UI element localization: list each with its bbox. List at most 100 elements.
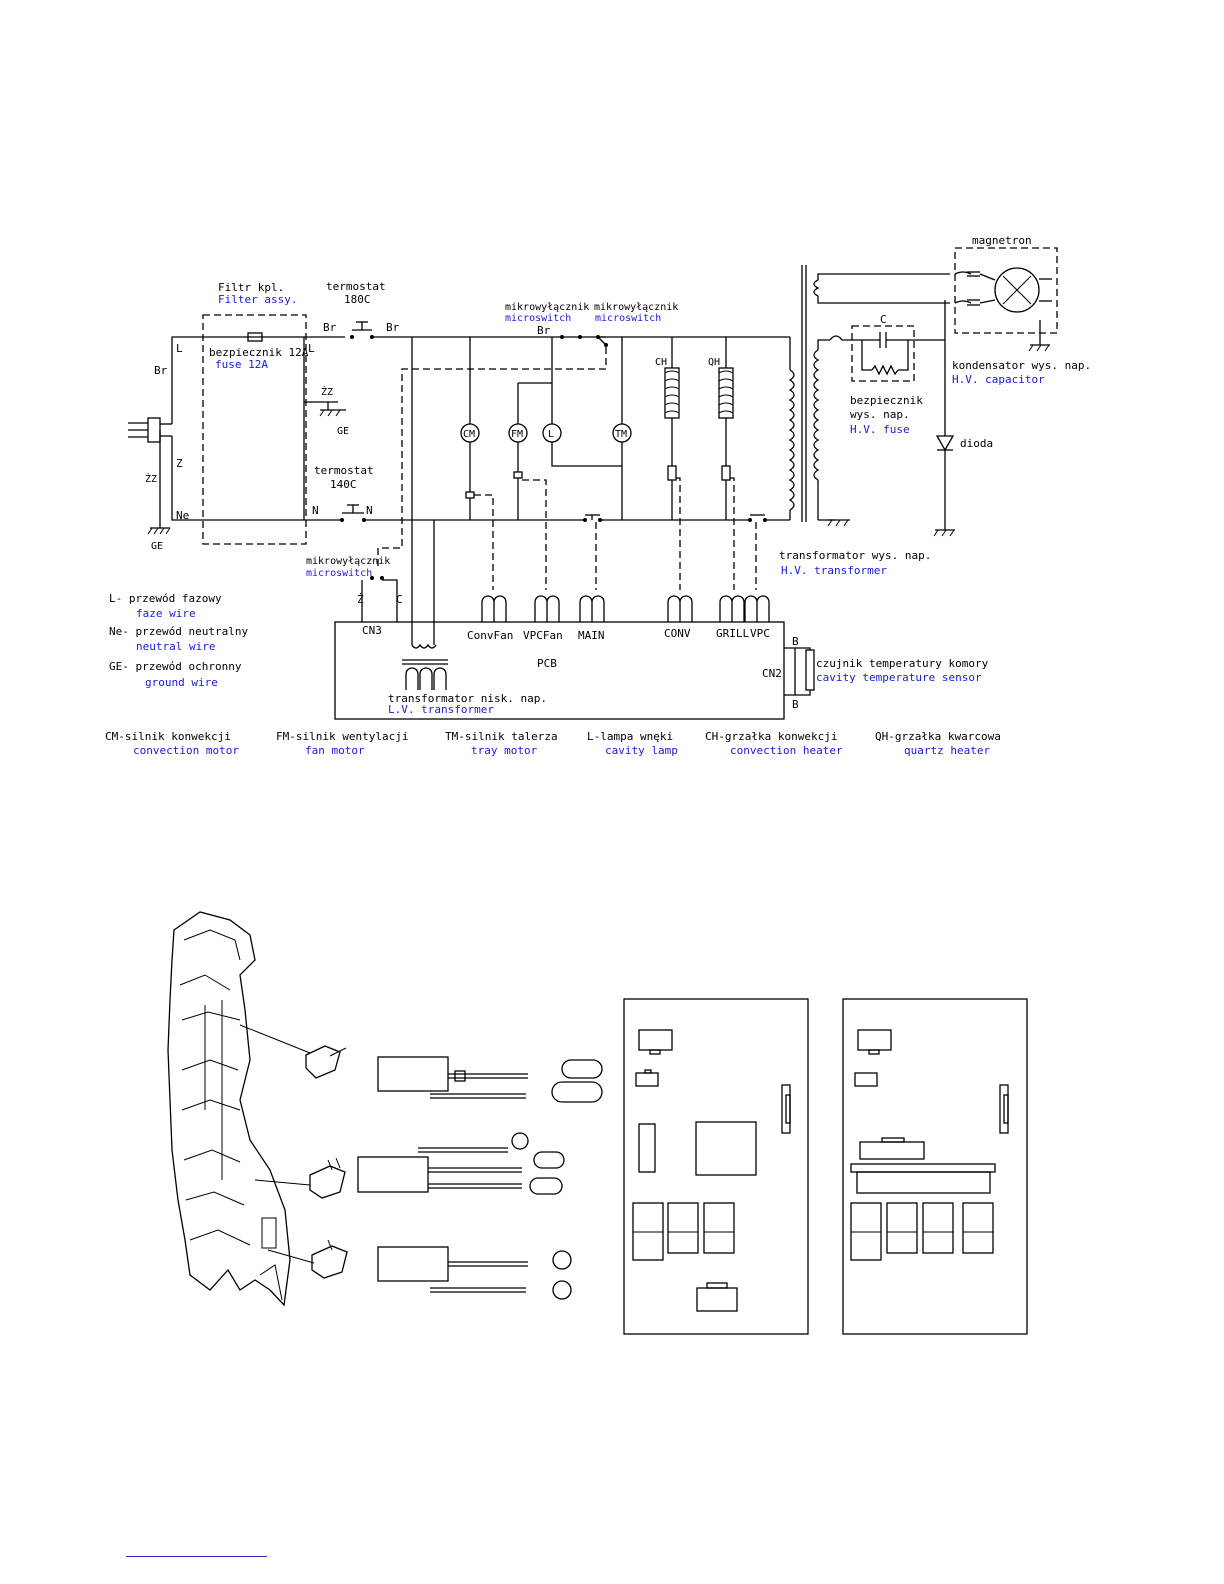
relay-part	[377, 1246, 572, 1300]
legend-wire-pl: Ne- przewód neutralny	[109, 625, 248, 638]
thermostat-bottom-label: termostat	[314, 464, 374, 477]
pcb-layout-1	[623, 998, 809, 1335]
thermostat-top-label: termostat	[326, 280, 386, 293]
hv-fuse-label-en: H.V. fuse	[850, 423, 910, 436]
door-latch-assembly	[167, 911, 291, 1307]
ground-symbol	[1028, 344, 1050, 352]
sensor-label: czujnik temperatury komory	[816, 657, 989, 670]
wire-label-zz: ŻZ	[145, 472, 157, 485]
legend-component-en: fan motor	[305, 744, 365, 757]
thermostat-bottom-temp: 140C	[330, 478, 357, 491]
conv-label: CONV	[664, 627, 691, 640]
lv-transformer-symbol	[402, 659, 448, 690]
wire-label-br: Br	[537, 324, 551, 337]
magnetron-label: magnetron	[972, 234, 1032, 247]
fuse-label-en: fuse 12A	[215, 358, 268, 371]
thermostat-180c	[350, 321, 374, 339]
legend-component-en: convection motor	[133, 744, 239, 757]
wire-label-zz: ŻZ	[321, 385, 333, 398]
lamp-label: L	[548, 429, 554, 440]
legend-component-pl: QH-grzałka kwarcowa	[875, 730, 1001, 743]
wire-label-qh: QH	[708, 357, 720, 368]
microswitch3-label: mikrowyłącznik	[306, 556, 390, 567]
wire-label-n: N	[312, 504, 319, 517]
wire-label-ch: CH	[655, 357, 667, 368]
legend-component-pl: L-lampa wnęki	[587, 730, 673, 743]
legend-wire-en: neutral wire	[136, 640, 215, 653]
main-relay	[583, 514, 602, 522]
microswitch1-label: mikrowyłącznik	[505, 302, 589, 313]
footer-rule	[126, 1556, 267, 1557]
hv-transformer-label-en: H.V. transformer	[781, 564, 887, 577]
temperature-sensor-symbol	[805, 649, 815, 691]
legend-component-pl: CM-silnik konwekcji	[105, 730, 231, 743]
cm-motor-label: CM	[463, 429, 475, 440]
main-label: MAIN	[578, 629, 605, 642]
wire-label-l: L	[308, 342, 315, 355]
wire-label-b: B	[792, 635, 799, 648]
microswitch-part	[305, 1045, 347, 1079]
legend-wire-en: faze wire	[136, 607, 196, 620]
pcb-layout-2	[842, 998, 1028, 1335]
legend-component-en: quartz heater	[904, 744, 990, 757]
vpc-label: VPC	[750, 627, 770, 640]
wire-label-c-cn3: C	[396, 593, 403, 606]
wire-label-l: L	[176, 342, 183, 355]
hv-fuse-label-2: wys. nap.	[850, 408, 910, 421]
microswitch2-label-en: microswitch	[595, 313, 661, 324]
capacitor-label-en: H.V. capacitor	[952, 373, 1045, 386]
microswitch2-label: mikrowyłącznik	[594, 302, 678, 313]
legend-wire-pl: GE- przewód ochronny	[109, 660, 242, 673]
ground-symbol	[827, 519, 850, 527]
relay-part	[377, 1056, 603, 1103]
magnetron-box	[954, 247, 1058, 334]
ground-symbol	[147, 527, 171, 535]
microswitch-part	[311, 1239, 348, 1279]
pcb-label: PCB	[537, 657, 557, 670]
vpc-relay	[748, 514, 767, 522]
conv-fan-label: ConvFan	[467, 629, 513, 642]
wire-label-br: Br	[154, 364, 168, 377]
legend-component-pl: FM-silnik wentylacji	[276, 730, 408, 743]
wire-label-z: Z	[176, 457, 183, 470]
ground-symbol	[319, 402, 346, 417]
microswitch-top	[560, 335, 616, 347]
legend-component-en: convection heater	[730, 744, 843, 757]
wire-label-br: Br	[323, 321, 337, 334]
diode-symbol	[935, 435, 955, 452]
hv-transformer-symbol	[788, 265, 820, 522]
wire-label-z-cn3: Ż	[357, 593, 364, 606]
grill-label: GRILL	[716, 627, 749, 640]
legend-component-en: tray motor	[471, 744, 538, 757]
vpc-fan-label: VPCFan	[523, 629, 563, 642]
wire-label-br: Br	[386, 321, 400, 334]
fuse-symbol	[247, 332, 263, 342]
wiring-diagram: Filtr kpl. Filter assy. bezpiecznik 12A …	[105, 234, 1091, 757]
mains-plug	[128, 417, 172, 528]
capacitor-c-label: C	[880, 313, 887, 326]
legend-component-pl: CH-grzałka konwekcji	[705, 730, 837, 743]
diode-label: dioda	[960, 437, 993, 450]
pcb-connectors	[411, 595, 770, 649]
hv-transformer-label: transformator wys. nap.	[779, 549, 931, 562]
hv-fuse-box	[851, 325, 915, 382]
microswitch-part	[309, 1157, 346, 1199]
fm-motor-label: FM	[511, 429, 523, 440]
microswitch1-label-en: microswitch	[505, 313, 571, 324]
thermostat-top-temp: 180C	[344, 293, 371, 306]
microswitch3-label-en: microswitch	[306, 568, 372, 579]
capacitor-label: kondensator wys. nap.	[952, 359, 1091, 372]
wire-label-ge: GE	[337, 426, 349, 437]
sensor-label-en: cavity temperature sensor	[816, 671, 982, 684]
legend-wire-pl: L- przewód fazowy	[109, 592, 222, 605]
fuse-label: bezpiecznik 12A	[209, 346, 309, 359]
cn2-label: CN2	[762, 667, 782, 680]
wire-label-b: B	[792, 698, 799, 711]
magnetron-symbol	[994, 267, 1040, 313]
filter-label-en: Filter assy.	[218, 293, 297, 306]
legend-component-en: cavity lamp	[605, 744, 678, 757]
legend-component-pl: TM-silnik talerza	[445, 730, 558, 743]
hv-fuse-label: bezpiecznik	[850, 394, 923, 407]
cn3-label: CN3	[362, 624, 382, 637]
lv-transformer-label: transformator nisk. nap.	[388, 692, 547, 705]
